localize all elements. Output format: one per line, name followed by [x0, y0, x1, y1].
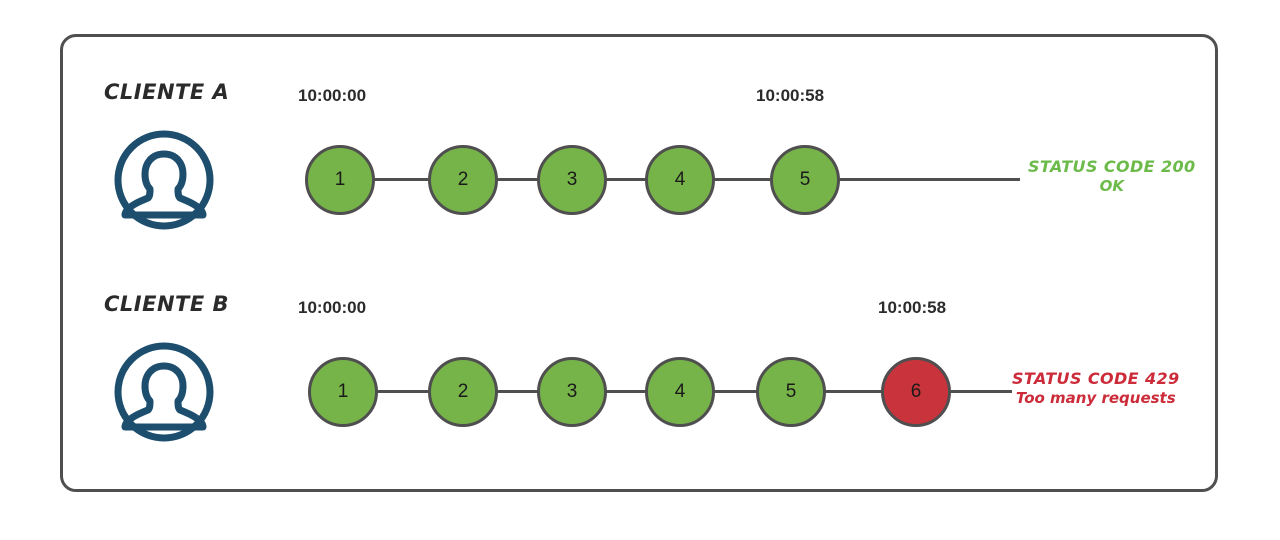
request-node[interactable]: 3 [537, 145, 607, 215]
connector-3-4 [605, 390, 647, 393]
client-b-request-chain: 1 2 3 4 5 6 [0, 212, 1280, 452]
connector-2-3 [497, 390, 539, 393]
request-node[interactable]: 4 [645, 357, 715, 427]
connector-2-3 [495, 178, 539, 181]
connector-4-5 [713, 390, 758, 393]
connector-3-4 [604, 178, 647, 181]
request-node[interactable]: 5 [770, 145, 840, 215]
user-avatar-icon [112, 340, 216, 444]
request-node-blocked[interactable]: 6 [881, 357, 951, 427]
request-node[interactable]: 1 [305, 145, 375, 215]
connector-5-6 [823, 390, 883, 393]
connector-4-5 [712, 178, 772, 181]
client-a-time-start: 10:00:00 [298, 86, 367, 105]
request-node[interactable]: 2 [428, 357, 498, 427]
status-message-line: Too many requests [1015, 389, 1176, 407]
status-code-line: STATUS CODE 429 [1012, 369, 1180, 388]
user-avatar-icon [112, 128, 216, 232]
diagram-frame [60, 34, 1218, 492]
connector-1-2 [375, 390, 430, 393]
client-a-status: STATUS CODE 200 OK [1028, 157, 1196, 196]
client-a-time-end: 10:00:58 [756, 86, 825, 105]
client-b-label: CLIENTE B [104, 292, 230, 316]
connector-6-status [950, 390, 1012, 393]
client-b-time-end: 10:00:58 [878, 298, 947, 317]
connector-5-status [838, 178, 1020, 181]
client-a-label: CLIENTE A [104, 80, 230, 104]
client-b-status: STATUS CODE 429 Too many requests [1012, 369, 1180, 408]
request-node[interactable]: 4 [645, 145, 715, 215]
client-a-request-chain: 1 2 3 4 5 [0, 0, 1280, 240]
request-node[interactable]: 2 [428, 145, 498, 215]
request-node[interactable]: 5 [756, 357, 826, 427]
connector-1-2 [372, 178, 430, 181]
request-node[interactable]: 3 [537, 357, 607, 427]
request-node[interactable]: 1 [308, 357, 378, 427]
status-code-line: STATUS CODE 200 [1028, 157, 1196, 176]
client-b-time-start: 10:00:00 [298, 298, 367, 317]
status-message-line: OK [1099, 177, 1124, 195]
